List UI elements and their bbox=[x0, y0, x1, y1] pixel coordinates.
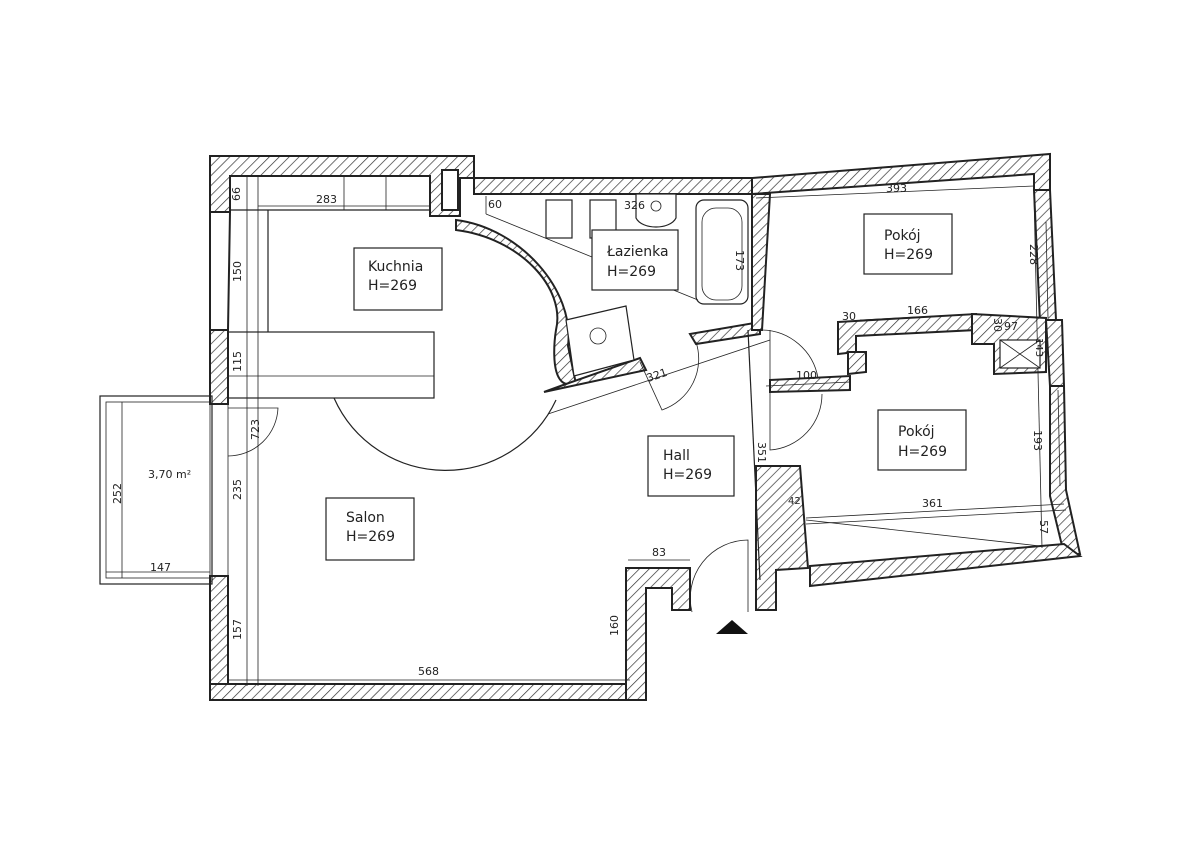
dim-166: 166 bbox=[907, 304, 928, 317]
dim-252: 252 bbox=[111, 483, 124, 504]
room-name: Kuchnia bbox=[368, 259, 423, 275]
dim-60: 60 bbox=[488, 198, 502, 211]
dim-723: 723 bbox=[249, 419, 262, 440]
dim-83: 83 bbox=[652, 546, 666, 559]
dim-568: 568 bbox=[418, 665, 439, 678]
dim-150: 150 bbox=[231, 261, 244, 282]
dim-115: 115 bbox=[231, 351, 244, 372]
room-label-pokoj-top: Pokój H=269 bbox=[863, 213, 953, 275]
dim-143: 143 bbox=[1033, 338, 1044, 357]
dim-30-right: 30 bbox=[991, 318, 1004, 332]
room-height: H=269 bbox=[884, 247, 933, 263]
dim-160: 160 bbox=[608, 615, 621, 636]
dim-147: 147 bbox=[150, 561, 171, 574]
dim-57: 57 bbox=[1037, 520, 1050, 534]
dim-351: 351 bbox=[755, 442, 768, 463]
dim-42: 42 bbox=[788, 496, 801, 507]
dim-283: 283 bbox=[316, 193, 337, 206]
room-name: Hall bbox=[663, 448, 690, 464]
room-label-pokoj-bottom: Pokój H=269 bbox=[877, 409, 967, 471]
dim-326: 326 bbox=[624, 199, 645, 212]
dim-100: 100 bbox=[796, 369, 817, 382]
room-label-salon: Salon H=269 bbox=[325, 497, 415, 561]
dim-173: 173 bbox=[733, 250, 746, 271]
room-name: Łazienka bbox=[606, 244, 669, 260]
dim-228: 228 bbox=[1027, 244, 1040, 265]
dim-193: 193 bbox=[1031, 430, 1044, 451]
dim-66: 66 bbox=[230, 187, 243, 201]
dim-30-left: 30 bbox=[842, 310, 856, 323]
dim-393: 393 bbox=[886, 182, 907, 195]
room-height: H=269 bbox=[607, 264, 656, 280]
room-height: H=269 bbox=[368, 278, 417, 294]
balcony bbox=[99, 395, 213, 585]
dim-361: 361 bbox=[922, 497, 943, 510]
dimension-labels: 66 283 150 115 723 235 157 252 147 568 1… bbox=[111, 182, 1050, 678]
room-label-kuchnia: Kuchnia H=269 bbox=[353, 247, 443, 311]
room-label-hall: Hall H=269 bbox=[647, 435, 735, 497]
dim-157: 157 bbox=[231, 619, 244, 640]
room-label-lazienka: Łazienka H=269 bbox=[591, 229, 679, 291]
room-name: Pokój bbox=[884, 228, 921, 244]
balcony-area-label: 3,70 m² bbox=[148, 468, 191, 481]
room-height: H=269 bbox=[898, 444, 947, 460]
dim-321: 321 bbox=[645, 366, 669, 385]
dim-97: 97 bbox=[1004, 320, 1018, 333]
room-name: Pokój bbox=[898, 424, 935, 440]
room-height: H=269 bbox=[663, 467, 712, 483]
dim-235: 235 bbox=[231, 479, 244, 500]
room-height: H=269 bbox=[346, 529, 395, 545]
room-name: Salon bbox=[346, 510, 385, 526]
walls bbox=[209, 152, 1083, 701]
